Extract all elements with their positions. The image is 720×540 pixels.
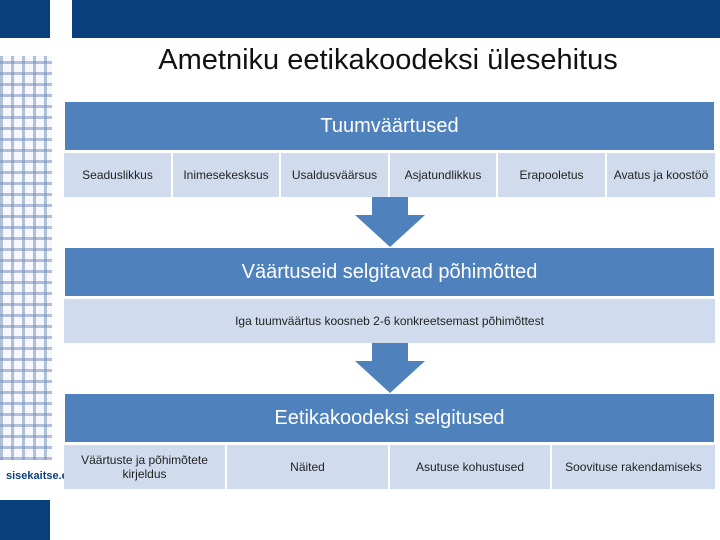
slide-title: Ametniku eetikakoodeksi ülesehitus xyxy=(158,44,618,76)
level-2-cell: Iga tuumväärtus koosneb 2-6 konkreetsema… xyxy=(64,297,715,343)
level-1-row: Seaduslikkus Inimesekesksus Usaldusväärs… xyxy=(64,151,715,197)
level-2-row: Iga tuumväärtus koosneb 2-6 konkreetsema… xyxy=(64,297,715,343)
brand-text: sisekaitse.ee xyxy=(6,470,64,482)
down-arrow-icon xyxy=(355,197,425,247)
level-1-header: Tuumväärtused xyxy=(64,101,715,151)
level-3-cell: Asutuse kohustused xyxy=(390,443,552,489)
top-bar-left xyxy=(0,0,50,38)
decorative-pattern xyxy=(0,56,52,460)
bottom-bar xyxy=(0,500,50,540)
level-3-header: Eetikakoodeksi selgitused xyxy=(64,393,715,443)
level-1-cell: Seaduslikkus xyxy=(64,151,173,197)
down-arrow-icon xyxy=(355,343,425,393)
level-1-cell: Inimesekesksus xyxy=(173,151,281,197)
level-2-header: Väärtuseid selgitavad põhimõtted xyxy=(64,247,715,297)
level-1-cell: Avatus ja koostöö xyxy=(607,151,715,197)
level-1-cell: Erapooletus xyxy=(498,151,607,197)
level-1-cell: Usaldusväärsus xyxy=(281,151,390,197)
level-1-cell: Asjatundlikkus xyxy=(390,151,498,197)
level-3-cell: Väärtuste ja põhimõtete kirjeldus xyxy=(64,443,227,489)
top-bar-right xyxy=(72,0,720,38)
level-3-cell: Näited xyxy=(227,443,390,489)
level-3-row: Väärtuste ja põhimõtete kirjeldus Näited… xyxy=(64,443,715,489)
level-3-cell: Soovituse rakendamiseks xyxy=(552,443,715,489)
